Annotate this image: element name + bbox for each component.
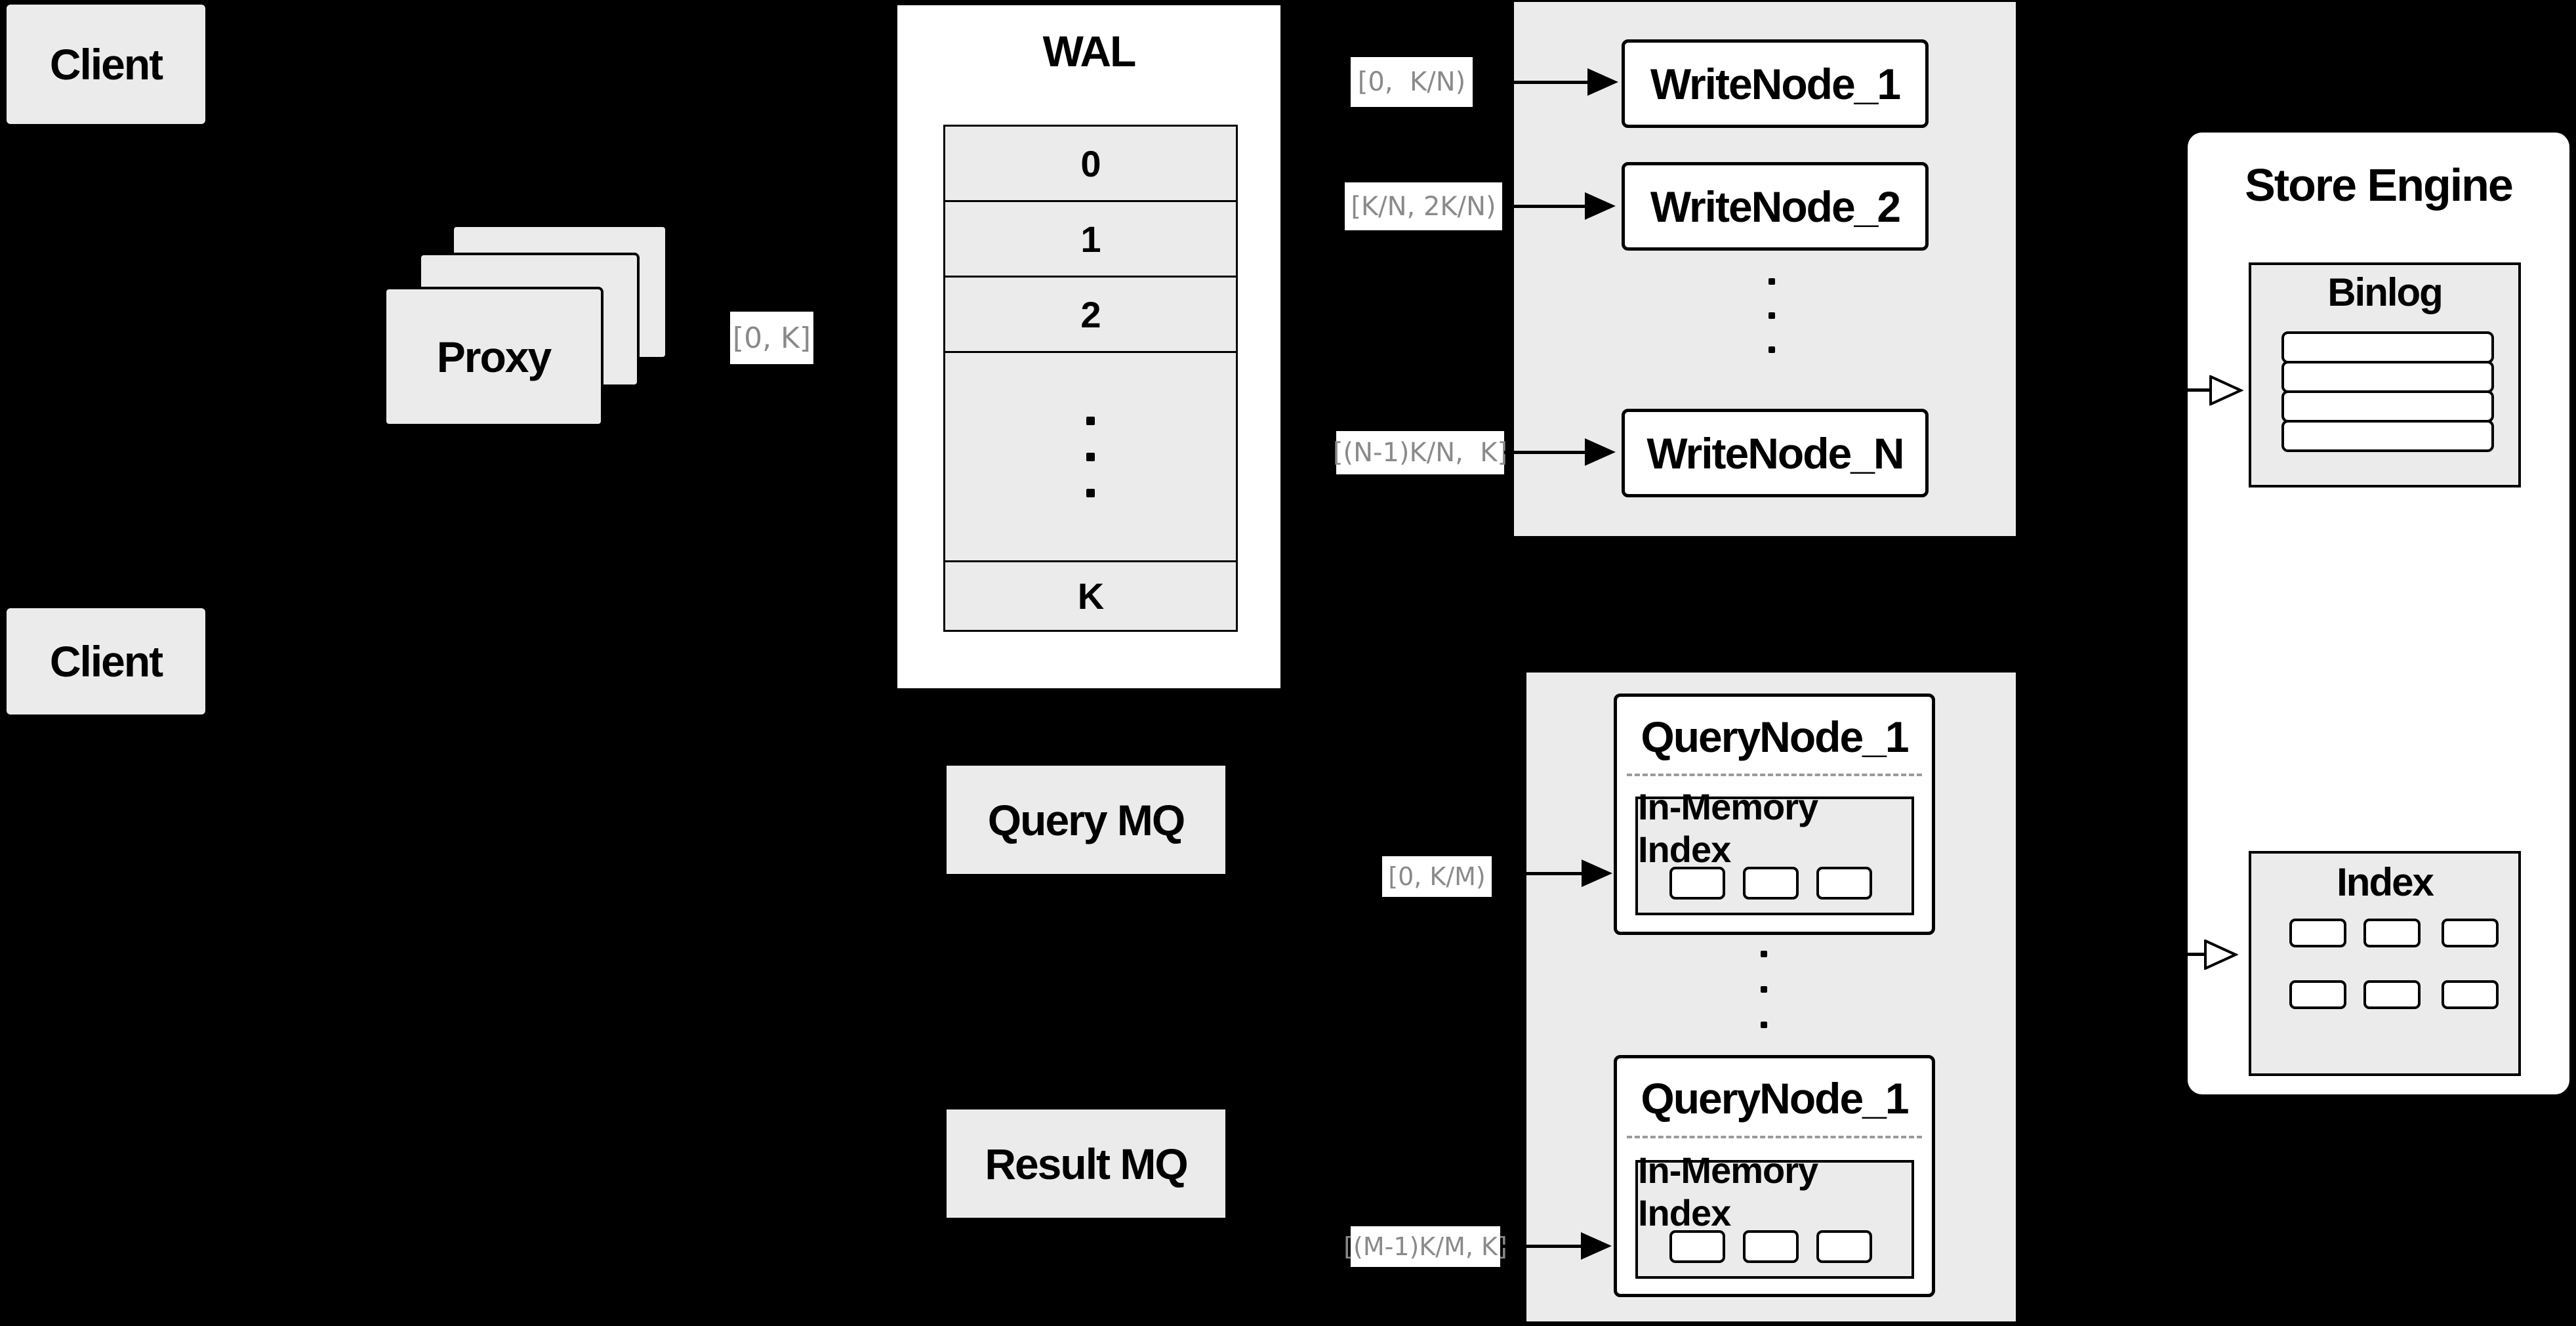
dashed-divider (1627, 774, 1922, 776)
write-node-n-box: WriteNode_N (1622, 409, 1929, 497)
proxy-label: Proxy (436, 332, 552, 381)
range-label-write-2: [K/N, 2K/N) (1345, 182, 1502, 230)
segment-rect (1669, 1230, 1725, 1263)
write-node-2-box: WriteNode_2 (1622, 162, 1929, 251)
client-top-label: Client (49, 40, 163, 89)
client-bottom-label: Client (49, 637, 163, 686)
wal-row: 0 (945, 127, 1236, 202)
wal-row-last: K (945, 562, 1236, 630)
arrow-to-write-node-n (1504, 451, 1587, 454)
segment-rect (1743, 867, 1799, 900)
index-chunk (2289, 980, 2346, 1009)
segment-rect (1669, 867, 1725, 900)
store-engine-title: Store Engine (2245, 159, 2514, 211)
query-node-1-title: QueryNode_1 (1641, 713, 1909, 761)
dashed-divider (1627, 1136, 1922, 1138)
store-engine-box: Store Engine Binlog Index (2188, 133, 2569, 1094)
open-arrowhead-icon (2209, 375, 2243, 405)
arrowhead-icon (1585, 438, 1616, 466)
binlog-title: Binlog (2327, 270, 2443, 314)
arrow-to-write-node-2 (1502, 205, 1587, 208)
index-title: Index (2337, 860, 2434, 904)
binlog-row (2281, 361, 2494, 393)
arrow-to-write-node-1 (1473, 81, 1589, 84)
query-node-1-box: QueryNode_1 In-Memory Index (1614, 694, 1935, 935)
segment-rect (1816, 867, 1872, 900)
arrow-to-binlog (2188, 388, 2213, 392)
range-label-write-n: [(N-1)K/N, K] (1333, 431, 1507, 474)
index-chunk (2363, 919, 2421, 947)
binlog-row (2281, 390, 2494, 423)
ellipsis-dots (1768, 278, 1775, 353)
ellipsis-dots (1086, 416, 1095, 497)
arrowhead-icon (1587, 68, 1618, 96)
client-bottom-box: Client (7, 608, 205, 715)
binlog-row (2281, 331, 2494, 363)
arrow-to-index (2188, 953, 2207, 956)
wal-box: WAL 0 1 2 K (897, 5, 1280, 688)
client-top-box: Client (7, 5, 205, 124)
in-memory-index-box: In-Memory Index (1635, 1150, 1914, 1279)
ellipsis-dots (1761, 951, 1767, 1028)
index-chunk (2289, 919, 2346, 947)
in-memory-index-title: In-Memory Index (1638, 1150, 1818, 1233)
query-node-2-title: QueryNode_1 (1641, 1074, 1909, 1123)
open-arrowhead-icon (2204, 940, 2238, 970)
arrow-to-query-node-2 (1500, 1245, 1583, 1248)
arrowhead-icon (1585, 192, 1616, 220)
index-box: Index (2249, 851, 2521, 1076)
range-label-query-2: [(M-1)K/M, K] (1343, 1226, 1507, 1267)
segment-rect (1743, 1230, 1799, 1263)
arrowhead-icon (1581, 1232, 1612, 1260)
range-label-write-1: [0, K/N) (1351, 57, 1473, 107)
segment-rect (1816, 1230, 1872, 1263)
index-chunk (2442, 980, 2499, 1009)
binlog-box: Binlog (2249, 262, 2521, 487)
index-chunk (2363, 980, 2421, 1009)
in-memory-index-box: In-Memory Index (1635, 786, 1914, 915)
query-node-2-box: QueryNode_1 In-Memory Index (1614, 1055, 1935, 1297)
binlog-rows (2281, 331, 2494, 452)
proxy-card-front: Proxy (384, 287, 603, 426)
range-label-query-1: [0, K/M) (1382, 856, 1492, 897)
query-mq-box: Query MQ (947, 766, 1225, 874)
index-chunk (2442, 919, 2499, 947)
wal-row: 1 (945, 202, 1236, 278)
wal-row: 2 (945, 278, 1236, 353)
result-mq-box: Result MQ (947, 1109, 1225, 1218)
in-memory-index-title: In-Memory Index (1638, 786, 1818, 870)
arrow-to-query-node-1 (1492, 872, 1584, 875)
wal-title: WAL (1042, 27, 1137, 75)
wal-ellipsis-cell (945, 353, 1236, 562)
range-label-proxy-out: [0, K] (730, 312, 813, 364)
write-node-1-box: WriteNode_1 (1622, 39, 1929, 128)
wal-table: 0 1 2 K (943, 125, 1238, 632)
binlog-row (2281, 420, 2494, 452)
arrowhead-icon (1582, 860, 1612, 887)
